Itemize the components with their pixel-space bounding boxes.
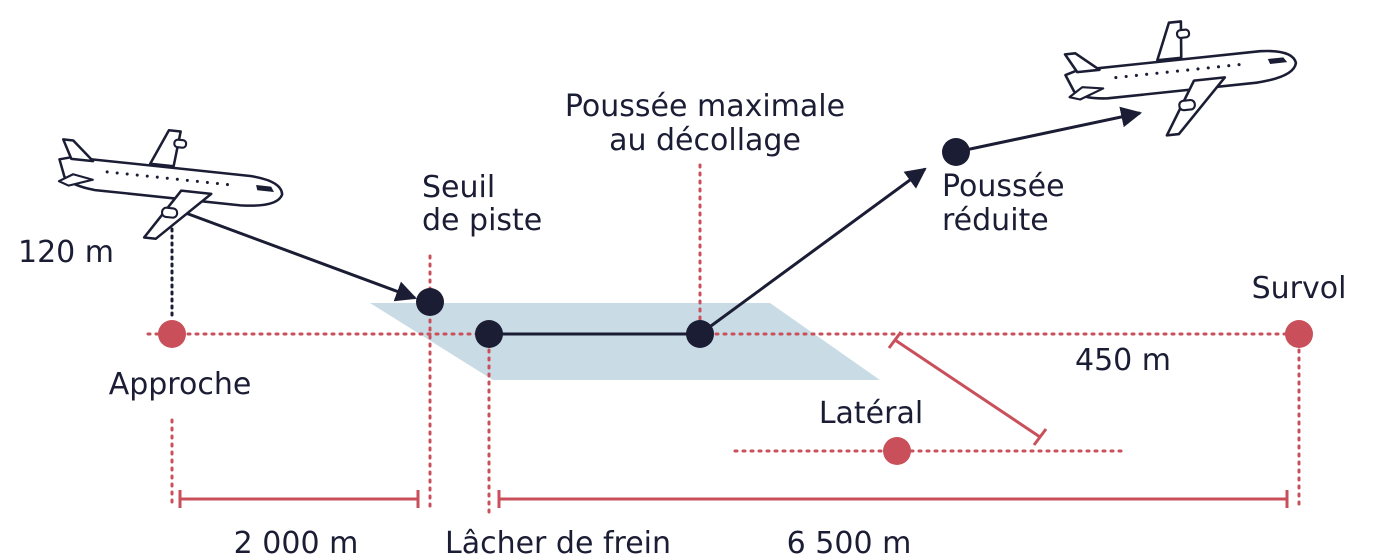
runway [370,303,880,380]
landing-airplane-icon [51,117,289,253]
lateral-measure-point [883,437,911,465]
approach-distance-bracket [178,490,420,508]
lateral-distance-label: 450 m [1075,343,1171,378]
lateral-distance-bracket [887,331,1048,446]
takeoff-distance-bracket [497,490,1289,508]
reduced-climb-path-arrow [955,106,1143,154]
reduced-thrust-label-line1: Poussée [942,169,1065,204]
max-thrust-point [686,320,714,348]
flyover-measure-point [1285,320,1313,348]
max-thrust-label-line2: au décollage [609,123,801,158]
approach-path-arrow [182,210,417,302]
threshold-point [416,288,444,316]
approach-distance-label: 2 000 m [234,526,359,558]
takeoff-airplane-icon [1059,8,1304,147]
brake-release-point [475,320,503,348]
climb-path-arrow [699,167,927,336]
reduced-thrust-point [942,138,970,166]
threshold-label-line1: Seuil [422,170,495,205]
lateral-label: Latéral [819,396,923,431]
max-thrust-label-line1: Poussée maximale [565,89,845,124]
takeoff-distance-label: 6 500 m [787,526,912,558]
approach-height-label: 120 m [18,235,114,270]
threshold-label-line2: de piste [422,203,542,238]
flyover-label: Survol [1252,271,1347,306]
reduced-thrust-label-line2: réduite [942,203,1049,238]
brake-release-label: Lâcher de frein [445,526,671,558]
approach-measure-point [158,320,186,348]
approach-label: Approche [109,367,252,402]
